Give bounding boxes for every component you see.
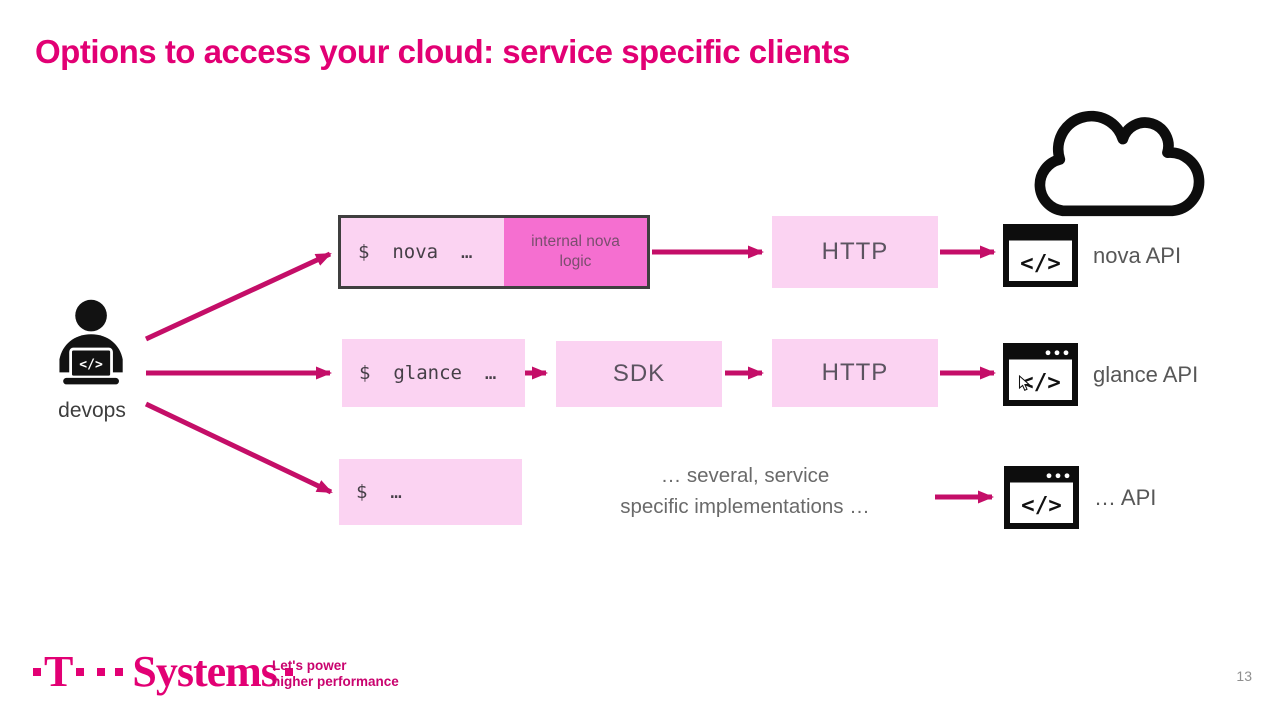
nova-api: </> nova API [1003,224,1181,287]
nova-http-box: HTTP [772,216,938,288]
nova-api-icon: </> [1003,224,1078,287]
glance-http-box: HTTP [772,339,938,407]
arrow [144,401,333,495]
logo-name: Systems [132,647,278,696]
logo-square-icon [76,668,85,676]
cursor-icon [1018,374,1031,391]
code-icon: </> [1021,493,1062,519]
logo-square-icon [115,668,124,676]
arrow [144,251,332,342]
generic-api: </> … API [1004,465,1156,530]
devops-label: devops [58,399,126,422]
tagline-line2: higher performance [272,674,399,689]
generic-cli-box: $ … [339,459,522,525]
generic-api-label: … API [1094,484,1157,510]
tagline: Let's power higher performance [272,658,399,690]
logo-square-icon [97,668,106,676]
internal-nova-logic-line1: internal nova [531,233,620,250]
page-title: Options to access your cloud: service sp… [35,33,850,70]
code-icon: </> [79,358,103,373]
note-line2: specific implementations … [620,495,870,518]
cloud-icon [1034,110,1205,217]
nova-command: $ nova … [341,218,504,286]
sdk-box: SDK [556,341,722,407]
devops-actor: </> devops [50,297,134,423]
tagline-line1: Let's power [272,658,347,673]
glance-api-label: glance API [1093,361,1199,387]
page-number: 13 [1236,668,1252,684]
glance-cli-box: $ glance … [342,339,525,407]
glance-api-icon: </> [1003,343,1078,406]
t-systems-logo: T Systems [33,650,293,694]
internal-nova-logic-line2: logic [559,253,592,270]
devops-laptop-icon: </> [59,299,123,385]
logo-t: T [44,647,74,696]
internal-nova-logic-box: internal nova logic [504,218,647,286]
logo-square-icon [33,668,41,676]
generic-api-icon: </> [1004,466,1079,529]
several-implementations-note: … several, service specific implementati… [578,460,912,522]
nova-cli-box: $ nova … internal nova logic [338,215,650,289]
glance-api: </> glance API [1003,343,1198,406]
note-line1: … several, service [660,464,830,487]
logo-square-icon [284,668,293,676]
code-icon: </> [1020,251,1061,277]
nova-api-label: nova API [1093,242,1182,268]
